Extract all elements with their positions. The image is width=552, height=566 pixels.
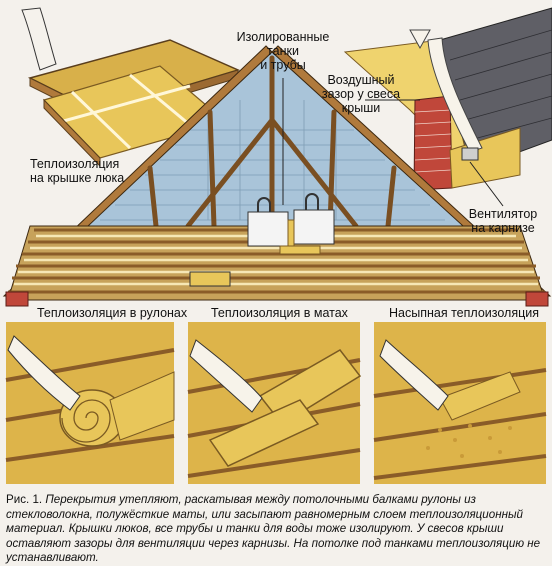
label-vent: Вентилятор на карнизе	[469, 207, 537, 235]
hatch-lid-illustration	[21, 7, 241, 168]
label-hatch: Теплоизоляция на крышке люка	[30, 157, 124, 185]
eaves-vent-illustration	[343, 7, 552, 191]
label-hatch-line-2: на крышке люка	[30, 171, 125, 185]
label-tanks: Изолированные танки и трубы	[237, 30, 330, 72]
section-title-rolls: Теплоизоляция в рулонах	[37, 306, 188, 320]
label-tanks-line-2: танки	[267, 44, 299, 58]
figure-number: Рис. 1.	[6, 493, 43, 506]
label-airgap-line-3: крыши	[341, 101, 381, 115]
label-vent-line-2: на карнизе	[471, 221, 535, 235]
figure-caption: Рис. 1. Перекрытия утепляют, раскатывая …	[6, 493, 546, 566]
label-tanks-line-1: Изолированные	[236, 30, 330, 44]
label-airgap: Воздушный зазор у свеса крыши	[322, 73, 400, 115]
roof-cross-section	[2, 45, 552, 307]
label-vent-line-1: Вентилятор	[468, 207, 538, 221]
panel-loose	[373, 322, 547, 484]
label-airgap-line-2: зазор у свеса	[321, 87, 401, 101]
water-tanks	[247, 193, 335, 255]
hatch-opening	[189, 271, 231, 287]
label-hatch-line-1: Теплоизоляция	[30, 157, 120, 171]
section-title-loose: Насыпная теплоизоляция	[389, 306, 539, 320]
label-airgap-line-1: Воздушный	[327, 73, 395, 87]
panel-mats	[187, 322, 362, 484]
label-tanks-line-3: и трубы	[260, 58, 306, 72]
panel-rolls	[5, 322, 175, 484]
section-title-mats: Теплоизоляция в матах	[211, 306, 348, 320]
figure-caption-text: Перекрытия утепляют, раскатывая между по…	[6, 493, 541, 564]
